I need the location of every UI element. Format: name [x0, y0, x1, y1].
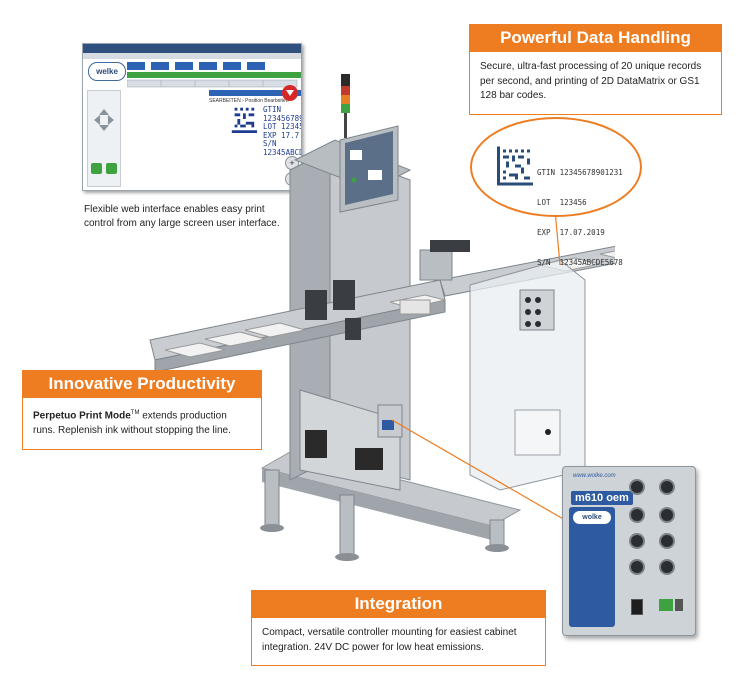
m610-controller: www.wolke.com m610 oem wolke — [562, 466, 696, 636]
controller-brand-logo: wolke — [573, 511, 611, 524]
connector-icon — [659, 507, 675, 523]
datamatrix-sample — [497, 146, 533, 186]
trademark-mark: TM — [130, 410, 140, 416]
section-label: SEARBEITEN › Position Bearbeiten — [209, 98, 289, 104]
data-handling-body: Secure, ultra-fast processing of 20 uniq… — [469, 52, 722, 115]
nav-icons — [127, 62, 265, 70]
code-line: GTIN 12345678901231 — [263, 105, 301, 123]
connector-icon — [659, 533, 675, 549]
productivity-text: extends production runs. Replenish ink w… — [33, 410, 231, 436]
menu-tabs — [127, 79, 298, 88]
web-interface-caption: Flexible web interface enables easy prin… — [84, 204, 280, 229]
controller-model: m610 oem — [571, 491, 633, 505]
stop-icon[interactable] — [281, 84, 299, 102]
power-switch[interactable] — [631, 599, 643, 615]
connector-icon — [629, 479, 645, 495]
sample-line: LOT 123456 — [537, 198, 587, 207]
data-handling-title: Powerful Data Handling — [469, 24, 722, 52]
brand-logo: welke — [88, 62, 126, 81]
connector-icon — [659, 559, 675, 575]
connector-icon — [659, 479, 675, 495]
integration-title: Integration — [251, 590, 546, 618]
power-terminal-icon — [659, 599, 683, 611]
productivity-body: Perpetuo Print ModeTM extends production… — [22, 398, 262, 450]
status-bar — [127, 72, 301, 78]
integration-body: Compact, versatile controller mounting f… — [251, 618, 546, 666]
code-line: EXP 17.7.2019 — [263, 130, 301, 140]
sample-line: S/N 12345ABCDE5678 — [537, 258, 623, 267]
browser-title-bar — [83, 44, 301, 53]
section-bar — [209, 90, 301, 96]
connector-icon — [629, 559, 645, 575]
code-line: LOT 123456 — [263, 122, 301, 131]
controller-url: www.wolke.com — [573, 473, 616, 479]
perpetuo-mode-label: Perpetuo Print Mode — [33, 410, 131, 422]
control-panel — [87, 90, 121, 187]
print-preview-text: GTIN 12345678901231 LOT 123456 EXP 17.7.… — [263, 105, 301, 157]
datamatrix-code — [229, 105, 257, 133]
sample-line: EXP 17.07.2019 — [537, 228, 605, 237]
direction-pad[interactable] — [88, 91, 120, 186]
controller-front-panel — [569, 507, 615, 627]
sample-line: GTIN 12345678901231 — [537, 168, 623, 177]
connector-icon — [629, 533, 645, 549]
printer-machine-illustration — [149, 74, 615, 561]
code-line: S/N 12345ABCDE5678 — [263, 139, 301, 157]
print-sample-text: GTIN 12345678901231 LOT 123456 EXP 17.07… — [537, 148, 623, 278]
browser-address-bar — [83, 53, 301, 59]
productivity-title: Innovative Productivity — [22, 370, 262, 398]
web-interface-screenshot: welke SEARBEITEN › Position Bearbeiten G… — [82, 43, 302, 191]
connector-icon — [629, 507, 645, 523]
